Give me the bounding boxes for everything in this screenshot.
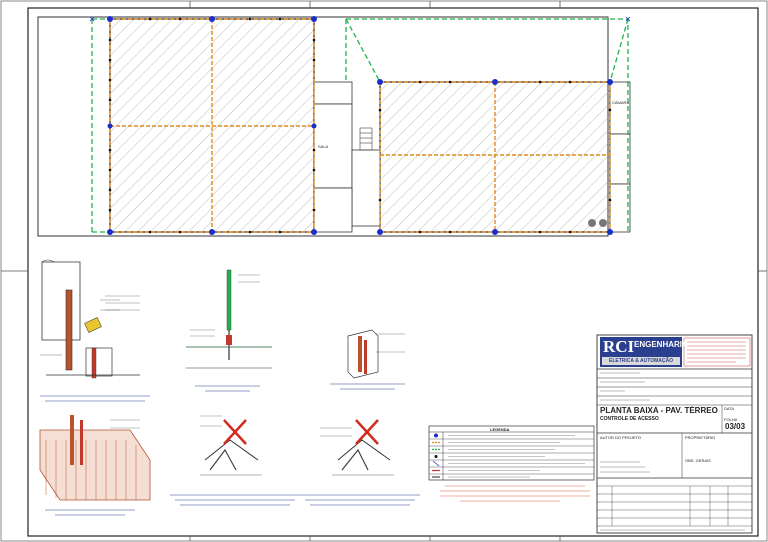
air-terminal-icons [107, 16, 613, 235]
room-small-label: SALA [318, 144, 329, 149]
stairs [359, 127, 373, 151]
ground-rod-icons [588, 219, 607, 227]
plan-view [37, 16, 631, 237]
drawing-subtitle: CONTROLE DE ACESSO [600, 416, 659, 422]
room-middle [313, 103, 353, 189]
room-right-label: CÂMARA [612, 100, 630, 105]
detail-wall-clamp [40, 259, 140, 379]
logo-word: ENGENHARIA [634, 340, 688, 349]
annotation-leaders [105, 274, 405, 437]
corner-marks [89, 16, 631, 22]
legend-title: LEGENDA [490, 427, 510, 432]
title-block-red-notes [687, 341, 746, 363]
detail-caption-lines [40, 383, 420, 516]
detail-air-terminal-a [200, 419, 262, 476]
drawing-title: PLANTA BAIXA - PAV. TÉRREO [600, 406, 718, 415]
notes-label: OBS. GERAIS [685, 458, 711, 463]
sheet-label: FOLHA [724, 417, 738, 422]
owner-label: PROPRIETÁRIO [685, 435, 716, 440]
logo-subtitle: ELETRICA & AUTOMAÇÃO [602, 357, 680, 365]
date-label: DATA [724, 406, 735, 411]
title-block-text-lines [600, 372, 745, 531]
detail-mast [186, 269, 272, 369]
detail-column [347, 329, 379, 379]
detail-gutter [39, 415, 151, 501]
sheet-inner-border [27, 7, 759, 537]
room-small [351, 149, 381, 227]
author-label: AUTOR DO PROJETO [600, 435, 641, 440]
edge-beads [108, 17, 612, 234]
legend-table [428, 425, 595, 502]
detail-air-terminal-b [332, 419, 394, 476]
title-block-frame [596, 334, 753, 534]
sheet-number: 03/03 [725, 422, 746, 431]
room-middle-top [313, 81, 353, 105]
logo-text: RCI [603, 337, 635, 356]
room-middle-bottom [313, 187, 353, 233]
company-logo: RCI ENGENHARIA ELETRICA & AUTOMAÇÃO [600, 337, 688, 367]
